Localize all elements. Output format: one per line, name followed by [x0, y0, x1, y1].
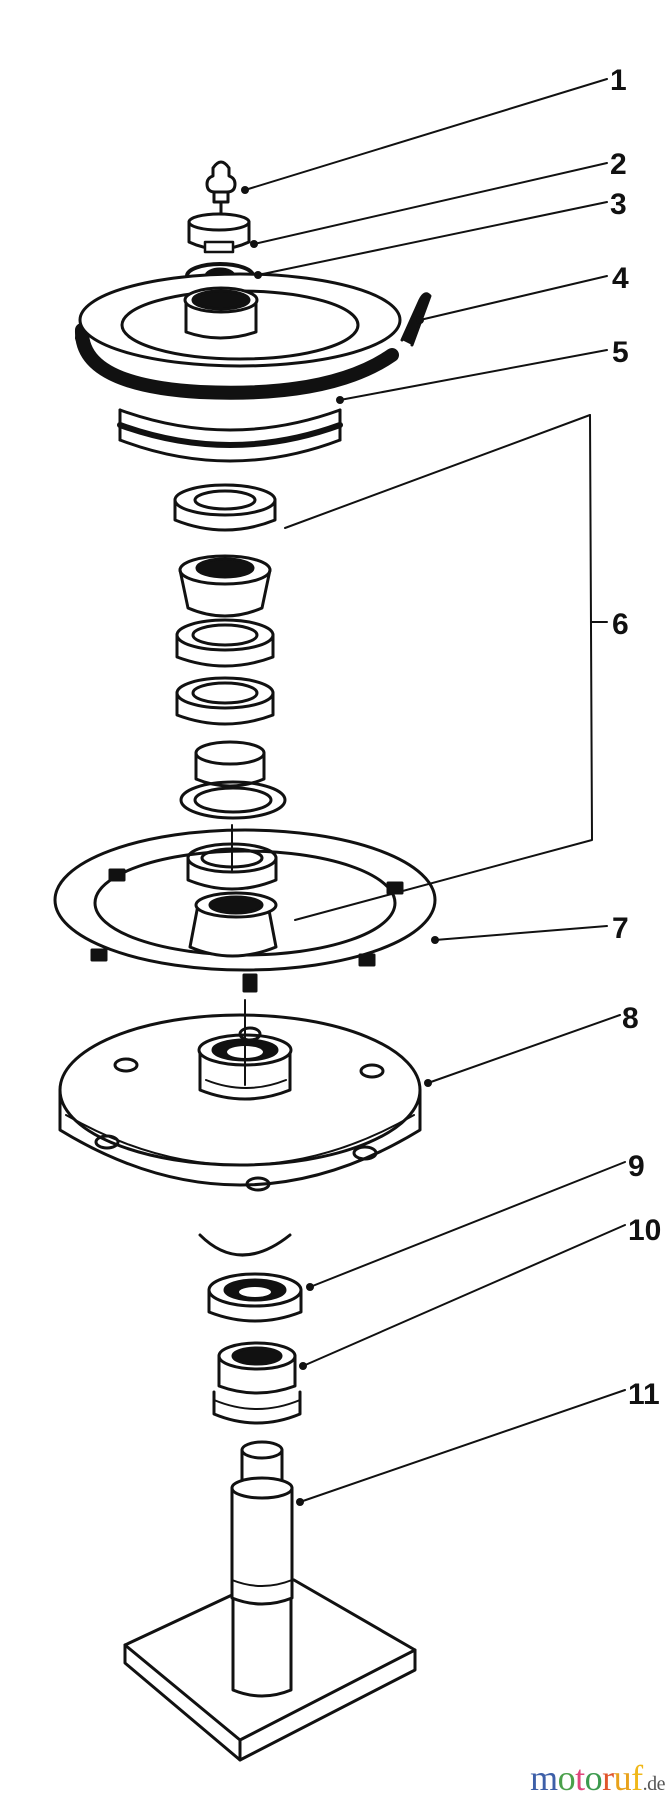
part-10-seal: [212, 1341, 302, 1425]
part-8-housing: [58, 999, 422, 1257]
callout-9: 9: [628, 1150, 645, 1183]
part-6-bearing-stack: [173, 483, 287, 891]
callout-2: 2: [610, 148, 627, 181]
callout-5: 5: [612, 336, 629, 369]
watermark-tld: .de: [642, 1773, 666, 1795]
watermark-letter: r: [602, 1758, 614, 1798]
watermark-letter: o: [557, 1758, 576, 1798]
callout-7: 7: [612, 912, 629, 945]
part-1-grease-fitting: [205, 160, 237, 218]
callout-3: 3: [610, 188, 627, 221]
part-11-spindle: [230, 1440, 294, 1698]
part-7-plate: [53, 828, 437, 993]
callout-4: 4: [612, 262, 629, 295]
callout-6: 6: [612, 608, 629, 641]
watermark-letter: t: [575, 1758, 585, 1798]
callout-8: 8: [622, 1002, 639, 1035]
leader-dots: [241, 186, 439, 1506]
callout-10: 10: [628, 1214, 661, 1247]
part-9-bearing: [207, 1272, 303, 1323]
leader-lines: [244, 78, 626, 1503]
part-5-pulley: [78, 272, 402, 463]
callout-1: 1: [610, 64, 627, 97]
callout-labels: 1 2 3 4 5 6 7 8 9 10 11: [610, 64, 661, 1411]
motoruf-watermark: motoruf.de: [530, 1760, 665, 1796]
watermark-letter: m: [530, 1758, 558, 1798]
part-2-nut: [187, 212, 251, 254]
watermark-letter: f: [631, 1758, 643, 1798]
watermark-letter: o: [584, 1758, 603, 1798]
spindle-base-plate: [123, 1578, 417, 1762]
watermark-letter: u: [613, 1758, 632, 1798]
callout-11: 11: [628, 1378, 660, 1411]
